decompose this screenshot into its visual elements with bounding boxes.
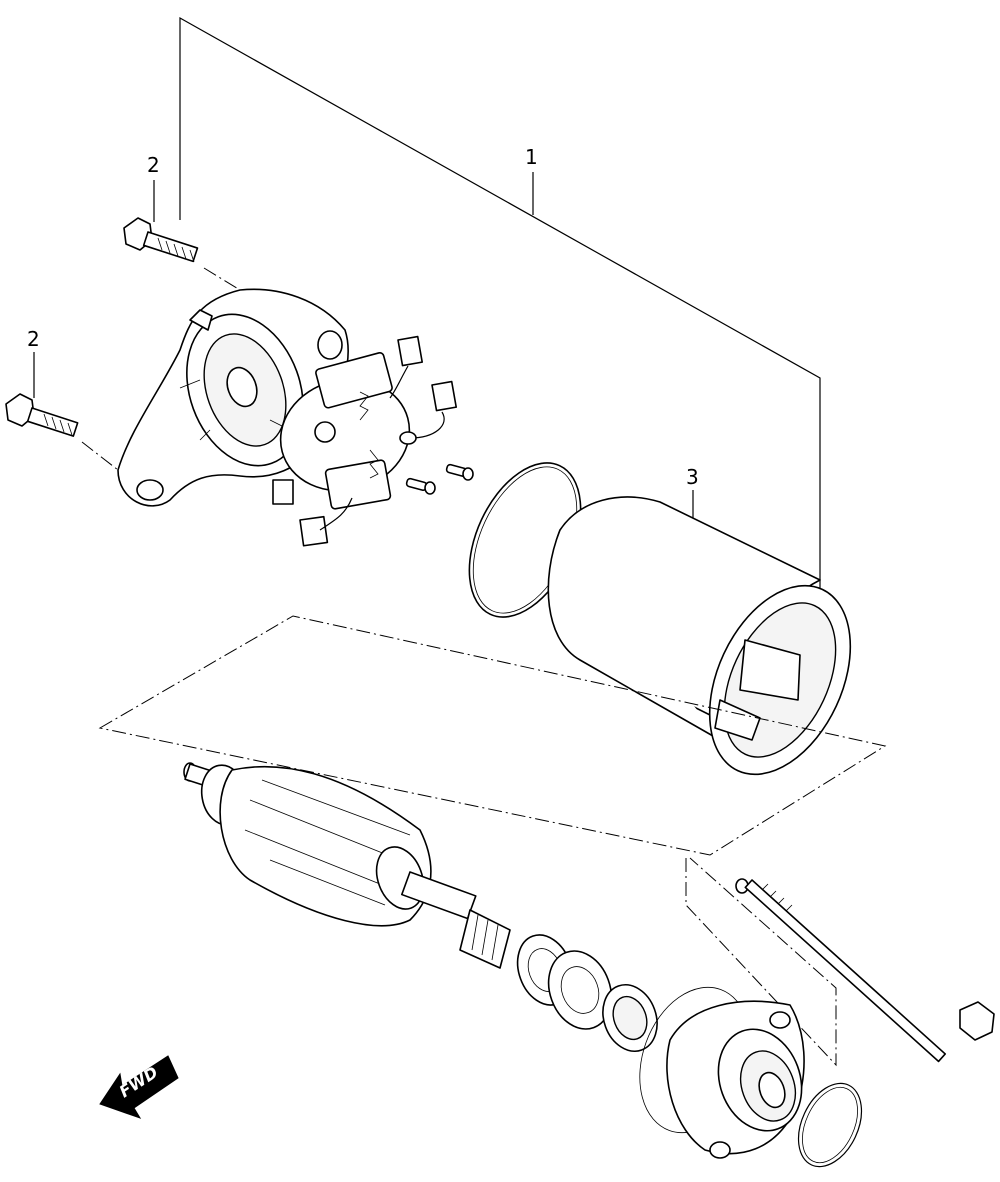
callout-assembly: 1 xyxy=(525,145,538,169)
callout-bolt-upper: 2 xyxy=(147,153,160,177)
o-ring-front xyxy=(797,1082,863,1168)
armature-outline-frame xyxy=(98,615,887,856)
through-bolt-frame xyxy=(685,857,837,1067)
callout-bolt-lower: 2 xyxy=(27,327,40,351)
small-screws xyxy=(405,463,474,495)
through-bolt xyxy=(735,878,995,1063)
yoke-housing xyxy=(547,496,852,776)
callout-yoke: 3 xyxy=(686,465,699,489)
brush-holder xyxy=(279,351,411,510)
washers xyxy=(516,934,613,1030)
armature xyxy=(183,762,511,969)
assembly-bracket-lines xyxy=(179,16,821,590)
fwd-arrow-icon: FWD xyxy=(99,1055,179,1119)
front-cover xyxy=(639,986,805,1159)
brushes xyxy=(272,335,458,547)
bolt-upper xyxy=(123,217,241,291)
oil-seal xyxy=(602,984,658,1052)
bolt-lower xyxy=(5,393,119,471)
